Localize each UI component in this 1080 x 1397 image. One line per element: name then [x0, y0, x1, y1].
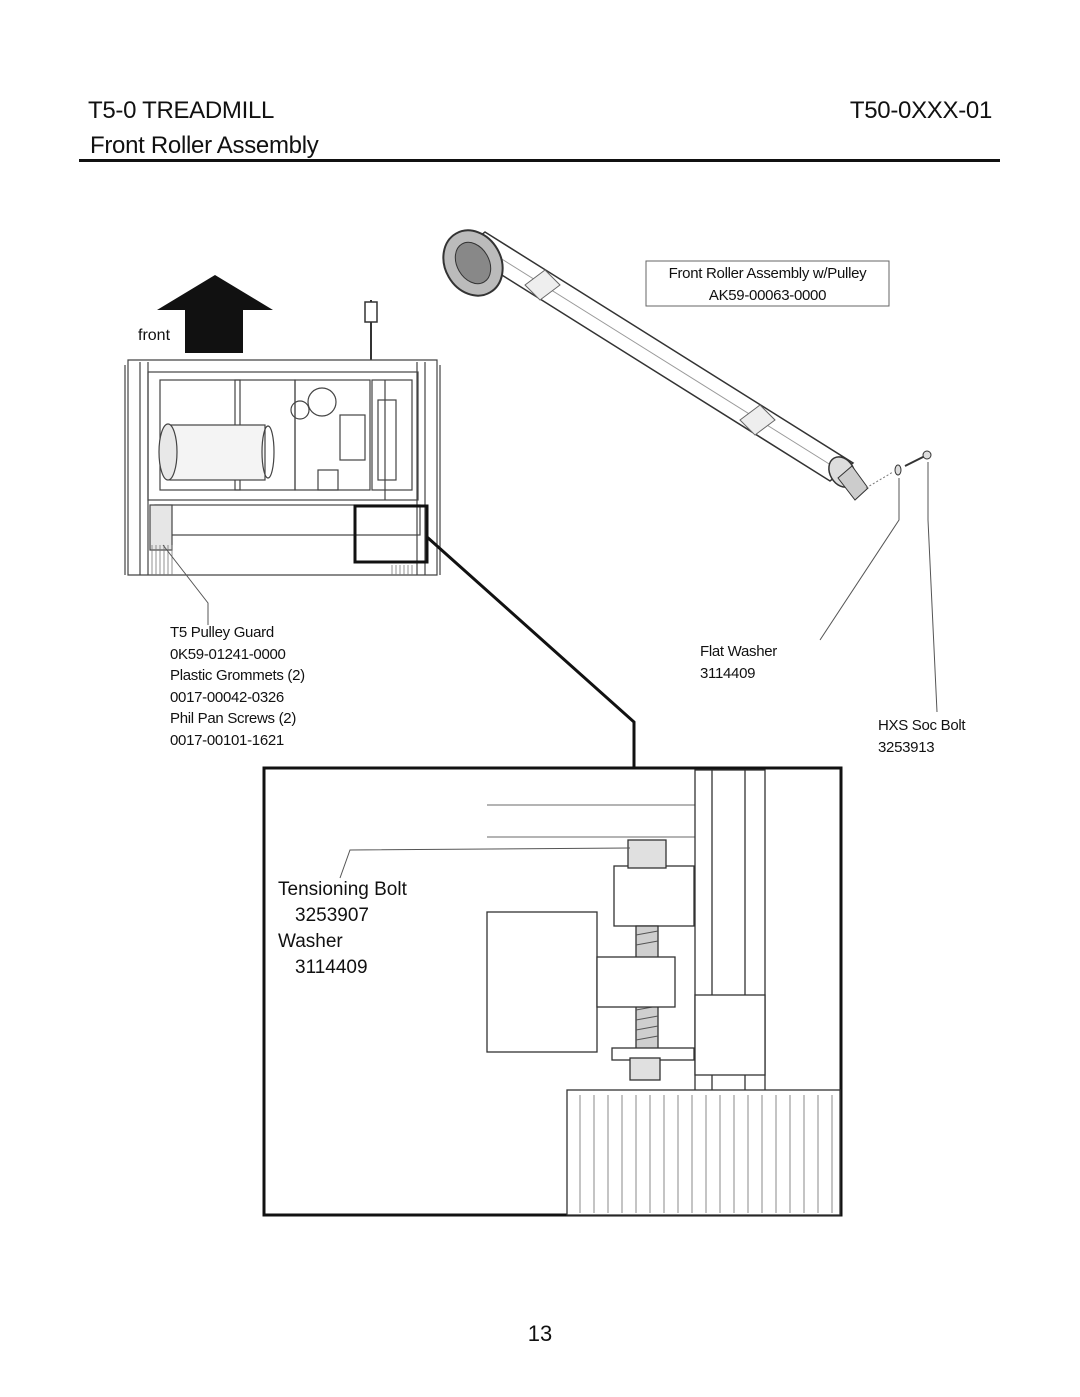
flat-washer-callout: Flat Washer 3114409	[700, 641, 777, 684]
power-cord	[364, 300, 378, 360]
pulley-guard-name: T5 Pulley Guard	[170, 624, 274, 641]
pulley-guard-leader	[162, 544, 209, 625]
detail-connector	[426, 535, 636, 768]
hxs-bolt-name: HXS Soc Bolt	[878, 717, 966, 734]
detail-highlight-box	[353, 504, 429, 564]
flat-washer-name: Flat Washer	[700, 643, 777, 660]
tensioning-bolt-leader	[339, 847, 631, 879]
front-arrow-icon	[157, 275, 273, 353]
tensioning-bolt-part: 3253907	[295, 905, 369, 926]
roller-callout: Front Roller Assembly w/Pulley AK59-0006…	[646, 263, 889, 306]
grommets-name: Plastic Grommets (2)	[170, 667, 305, 684]
side-rail	[151, 545, 413, 575]
model-code: T50-0XXX-01	[849, 97, 992, 124]
pulley-guard-part: 0K59-01241-0000	[170, 645, 286, 663]
hxs-bolt-part: 3253913	[878, 738, 935, 756]
page-number: 13	[527, 1321, 553, 1346]
detail-callout: Tensioning Bolt 3253907 Washer 3114409	[278, 877, 407, 981]
motor-compartment	[124, 359, 441, 576]
tensioning-bolt-name: Tensioning Bolt	[278, 879, 407, 900]
section-title: Front Roller Assembly	[90, 132, 319, 159]
hxs-bolt-and-washer	[865, 450, 932, 489]
front-roller	[442, 229, 869, 501]
flat-washer-part: 3114409	[700, 664, 756, 682]
pulley-guard-parts-list: T5 Pulley Guard 0K59-01241-0000 Plastic …	[170, 622, 305, 751]
front-label: front	[138, 327, 171, 344]
roller-callout-name: Front Roller Assembly w/Pulley	[668, 265, 867, 282]
detail-washer-name: Washer	[278, 931, 343, 952]
grommets-part: 0017-00042-0326	[170, 688, 284, 706]
document-title: T5-0 TREADMILL	[88, 97, 275, 124]
roller-callout-box	[645, 260, 890, 307]
screws-name: Phil Pan Screws (2)	[170, 710, 297, 727]
detail-view-drawing	[486, 769, 841, 1216]
hxs-bolt-leader	[927, 462, 938, 713]
flat-washer-leader	[819, 478, 900, 641]
roller-callout-part: AK59-00063-0000	[708, 286, 827, 304]
detail-washer-part: 3114409	[295, 957, 368, 978]
belt-ridges	[579, 1095, 833, 1213]
header-rule	[79, 159, 1000, 162]
hxs-bolt-callout: HXS Soc Bolt 3253913	[878, 715, 966, 758]
screws-part: 0017-00101-1621	[170, 731, 284, 749]
